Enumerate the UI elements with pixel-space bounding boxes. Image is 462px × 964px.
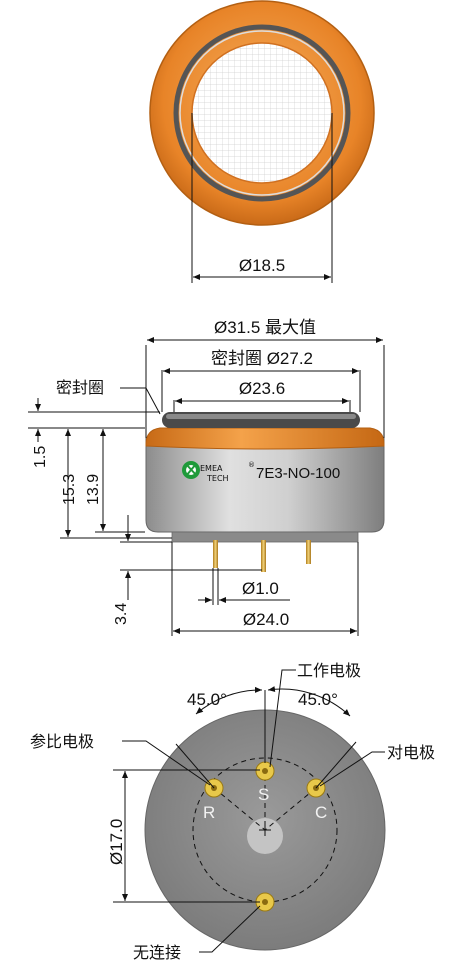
dim-pin-circle-label: Ø24.0 — [243, 610, 289, 629]
side-view: EMEA TECH ® 7E3-NO-100 Ø31.5 最大值 密封圈 Ø27… — [28, 318, 385, 636]
dim-13-9-label: 13.9 — [85, 474, 102, 505]
bottom-view: R S C 工作电极 45.0° 45.0° 参比电极 对电极 Ø17.0 无连… — [30, 661, 435, 962]
sensor-cap — [145, 427, 385, 450]
seal-callout-label: 密封圈 — [56, 378, 104, 397]
dim-17-label: Ø17.0 — [107, 819, 126, 865]
top-mesh-window — [191, 42, 333, 184]
model-label: 7E3-NO-100 — [256, 465, 340, 482]
pin-s — [255, 761, 275, 781]
angle-right-label: 45.0° — [298, 690, 338, 709]
top-diameter-label: Ø18.5 — [239, 256, 285, 275]
dim-3-4-label: 3.4 — [113, 603, 130, 625]
pin-r-label: R — [203, 803, 215, 822]
pin-s-label: S — [258, 785, 269, 804]
pin-right — [306, 540, 311, 564]
logo-text-top: EMEA — [200, 464, 223, 473]
angle-left-label: 45.0° — [187, 690, 227, 709]
no-connection-label: 无连接 — [133, 943, 181, 962]
pin-c-label: C — [315, 803, 327, 822]
top-seal-ring — [173, 24, 351, 202]
kemea-logo: EMEA TECH — [182, 461, 229, 483]
dim-1-5-label: 1.5 — [32, 446, 49, 468]
dim-seal-label: 密封圈 Ø27.2 — [211, 349, 313, 368]
dim-pin-label: Ø1.0 — [242, 579, 279, 598]
top-view: Ø18.5 — [149, 0, 375, 283]
reference-electrode-label: 参比电极 — [30, 732, 94, 751]
counter-electrode-label: 对电极 — [387, 743, 435, 762]
sensor-body — [145, 437, 385, 533]
registered-mark: ® — [248, 461, 255, 469]
pin-center — [261, 540, 266, 572]
pin-left — [213, 540, 218, 568]
working-electrode-label: 工作电极 — [297, 661, 361, 680]
pin-nc — [255, 892, 275, 912]
dim-15-3-label: 15.3 — [61, 474, 78, 505]
logo-text-bottom: TECH — [206, 474, 229, 483]
dim-max-label: Ø31.5 最大值 — [214, 318, 316, 337]
dim-top-label: Ø23.6 — [239, 379, 285, 398]
